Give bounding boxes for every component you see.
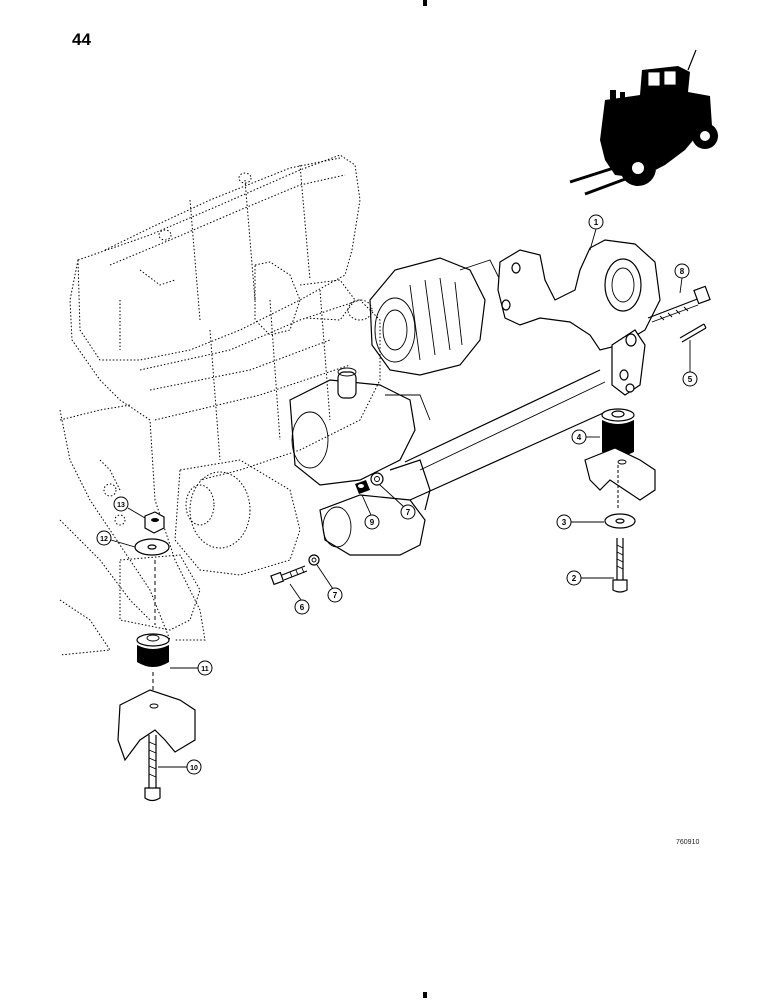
svg-text:7: 7 xyxy=(406,508,411,517)
forklift-icon xyxy=(569,49,718,196)
washer-part-12 xyxy=(134,538,170,556)
callout-9: 9 xyxy=(361,494,380,530)
svg-text:10: 10 xyxy=(190,765,198,772)
bolt-part-8 xyxy=(647,285,711,323)
callout-11: 11 xyxy=(170,660,213,676)
mount-bracket-right xyxy=(584,447,656,501)
callout-6: 6 xyxy=(289,583,310,615)
svg-text:6: 6 xyxy=(300,603,305,612)
nut-part-9 xyxy=(355,480,370,494)
alternator xyxy=(369,257,501,376)
svg-text:8: 8 xyxy=(680,267,685,276)
callout-4: 4 xyxy=(571,429,600,445)
drawing-code: 760910 xyxy=(676,839,700,846)
top-registration-mark xyxy=(423,0,427,6)
washer-part-7-lower xyxy=(308,554,320,566)
front-mount-bracket xyxy=(497,239,661,396)
svg-text:5: 5 xyxy=(688,375,693,384)
water-pump xyxy=(289,367,431,486)
callout-3: 3 xyxy=(556,514,604,530)
callout-1: 1 xyxy=(588,214,604,251)
bottom-registration-mark xyxy=(423,992,427,998)
svg-text:2: 2 xyxy=(572,574,577,583)
svg-text:13: 13 xyxy=(117,502,125,509)
rubber-mount-part-4 xyxy=(601,408,635,456)
bolt-part-2 xyxy=(612,538,628,593)
mount-bracket-left xyxy=(117,689,196,762)
callout-5: 5 xyxy=(682,340,698,387)
bolt-part-10 xyxy=(144,735,161,802)
callout-10: 10 xyxy=(158,759,202,775)
page-number: 44 xyxy=(72,30,91,49)
callout-8: 8 xyxy=(674,263,690,294)
svg-text:4: 4 xyxy=(577,433,582,442)
callout-7-lower: 7 xyxy=(316,564,343,603)
callout-7-upper: 7 xyxy=(379,484,416,520)
callout-13: 13 xyxy=(113,496,146,519)
washer-part-3 xyxy=(604,513,636,529)
svg-text:3: 3 xyxy=(562,518,567,527)
svg-text:1: 1 xyxy=(594,218,599,227)
bolt-part-6 xyxy=(270,565,308,586)
engine-block xyxy=(59,154,381,656)
washer-part-7-upper xyxy=(370,472,384,486)
front-housing xyxy=(319,459,431,556)
nut-part-13 xyxy=(144,511,165,534)
rubber-mount-part-11 xyxy=(136,633,170,667)
svg-text:9: 9 xyxy=(370,518,375,527)
svg-text:12: 12 xyxy=(100,536,108,543)
svg-text:7: 7 xyxy=(333,591,338,600)
support-rods xyxy=(404,369,611,501)
callout-12: 12 xyxy=(96,530,136,548)
callout-2: 2 xyxy=(566,570,614,586)
pin-part-5 xyxy=(679,323,707,343)
svg-text:11: 11 xyxy=(201,666,209,673)
